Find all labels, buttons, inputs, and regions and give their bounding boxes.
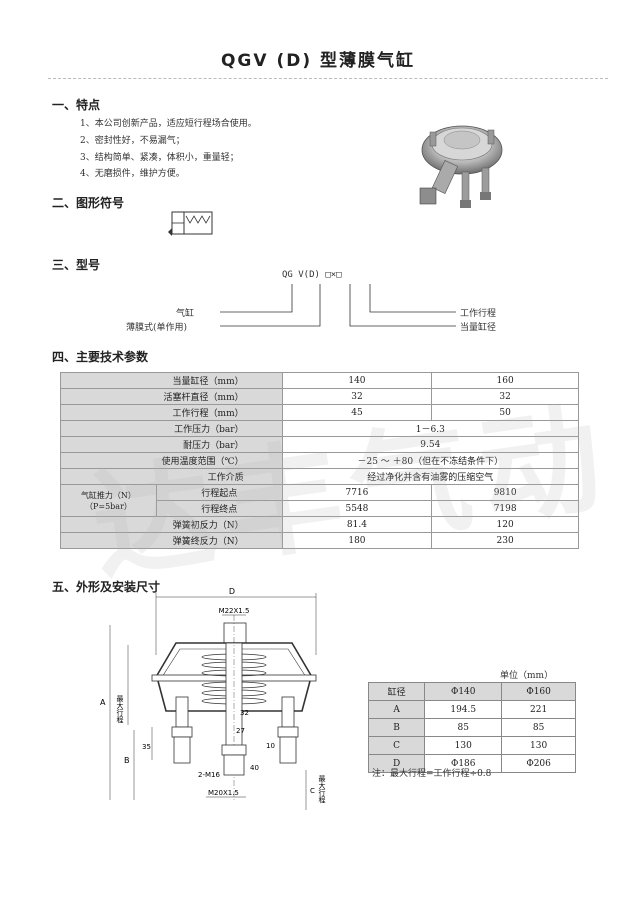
dims-value: 85 [501,718,576,737]
dims-header: Φ160 [501,682,576,701]
dimension-drawing: D M22X1.5 32 27 10 40 2-M16 M20X1.5 A B … [100,587,326,810]
dims-value: 130 [424,736,503,755]
section-symbol-heading: 二、图形符号 [52,196,125,210]
section-model-heading: 三、型号 [52,258,101,272]
param-value: 5548 [281,500,433,517]
model-label-diaphragm: 薄膜式(单作用) [126,323,188,333]
param-label: 工作介质 [60,468,283,485]
param-label: 工作行程（mm） [60,404,283,421]
feature-item: 4、无磨损件，维护方便。 [80,169,185,179]
param-label: 活塞杆直径（mm） [60,388,283,405]
param-label: 当量缸径（mm） [60,372,283,389]
page-title: QGV (D) 型薄膜气缸 [220,51,416,71]
dims-value: 85 [424,718,503,737]
dim-35-label: 35 [142,743,151,751]
param-value: 50 [431,404,579,421]
table-row: 耐压力（bar）9.54 [60,436,580,453]
dims-unit: 单位（mm） [500,671,554,681]
dims-key: B [367,718,426,737]
dims-key: C [367,736,426,755]
dim-C-label: C [310,787,315,795]
param-value: 32 [281,388,433,405]
dim-B-label: B [124,756,130,765]
feature-item: 2、密封性好，不易漏气； [80,136,185,146]
title-divider [48,78,608,79]
dims-value: 194.5 [424,700,503,719]
dims-key: D [367,754,426,773]
section-params-heading: 四、主要技术参数 [52,350,149,364]
model-leader-lines [220,284,456,327]
param-value: 32 [431,388,579,405]
dims-key: A [367,700,426,719]
param-value: 160 [431,372,579,389]
section-dims-heading: 五、外形及安装尺寸 [52,580,161,594]
dims-note: 注：最大行程=工作行程÷0.8 [372,769,492,779]
param-label: 耐压力（bar） [60,436,283,453]
param-label: 气缸推力（N） （P=5bar） [60,484,157,517]
param-value: 7716 [281,484,433,501]
dim-A-label: A [100,698,106,707]
dim-10-label: 10 [266,742,275,750]
param-label: 使用温度范围（℃） [60,452,283,469]
param-value: 230 [431,532,579,549]
pneumatic-symbol-icon [168,211,213,236]
dim-max-stroke-label-2: 最大行程 [318,775,326,804]
param-value: 9810 [431,484,579,501]
dim-m22-label: M22X1.5 [219,607,250,615]
dims-value: 130 [501,736,576,755]
dim-max-stroke-label: 最大行程 [116,695,124,724]
param-value: 45 [281,404,433,421]
model-label-stroke: 工作行程 [460,309,497,319]
table-row: 缸径 Φ140 Φ160 [367,682,576,701]
param-value: 81.4 [281,516,433,533]
param-label: 弹簧初反力（N） [60,516,283,533]
dims-value: Φ206 [501,754,576,773]
dim-m16-label: 2-M16 [198,771,220,779]
param-label: 工作压力（bar） [60,420,283,437]
dims-header: Φ140 [424,682,503,701]
param-value: 120 [431,516,579,533]
param-value: 140 [281,372,433,389]
feature-item: 3、结构简单、紧凑，体积小，重量轻； [80,153,239,163]
param-label: 弹簧终反力（N） [60,532,283,549]
feature-item: 1、本公司创新产品，适应短行程场合使用。 [80,119,257,129]
dims-header: 缸径 [367,682,426,701]
param-value: 180 [281,532,433,549]
param-value: 9.54 [281,436,580,453]
dims-value: Φ186 [424,754,503,773]
model-code: QG V(D) □×□ [282,270,342,280]
product-photo [419,125,503,208]
dim-32-label: 32 [240,709,249,717]
table-row: 使用温度范围（℃）－25 ～ ＋80（但在不冻结条件下） [60,452,580,469]
param-value: －25 ～ ＋80（但在不冻结条件下） [281,452,580,469]
model-label-bore: 当量缸径 [460,323,497,333]
dim-40-label: 40 [250,764,259,772]
dims-value: 221 [501,700,576,719]
dim-27-label: 27 [236,727,245,735]
param-sublabel: 行程终点 [155,500,283,517]
dim-D-label: D [229,587,235,596]
param-value: 经过净化并含有油雾的压缩空气 [281,468,580,485]
param-value: 1－6.3 [281,420,580,437]
dim-m20-label: M20X1.5 [208,789,239,797]
table-row: 工作压力（bar）1－6.3 [60,420,580,437]
model-label-cylinder: 气缸 [176,309,195,319]
section-features-heading: 一、特点 [52,98,101,112]
param-value: 7198 [431,500,579,517]
param-sublabel: 行程起点 [155,484,283,501]
table-row: 工作介质经过净化并含有油雾的压缩空气 [60,468,580,485]
